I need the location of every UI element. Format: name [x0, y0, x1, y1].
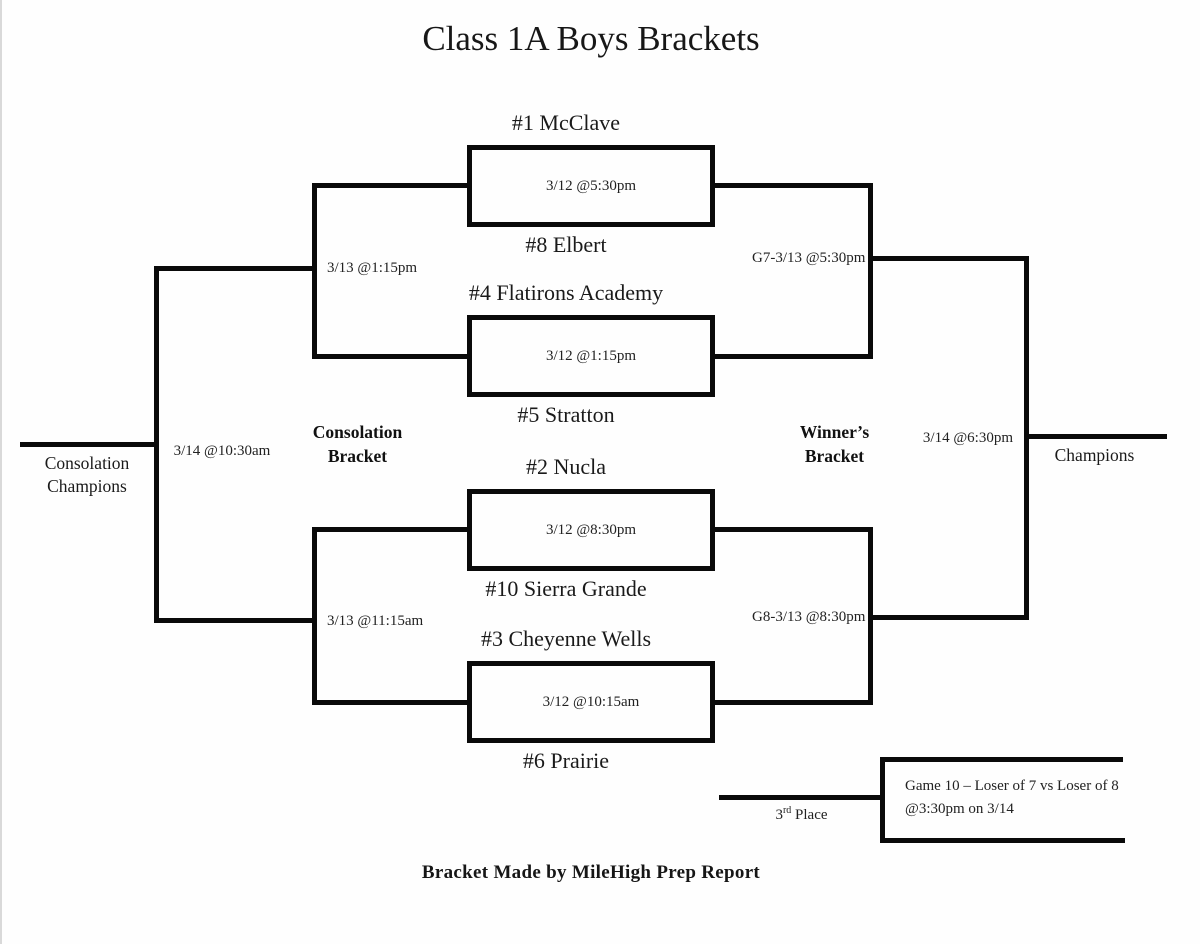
team-name-top: #4 Flatirons Academy [468, 280, 664, 305]
consolation-champions-label: Consolation Champions [18, 452, 156, 498]
team-name-bottom: #8 Elbert [525, 232, 607, 257]
team-name-top: #3 Cheyenne Wells [480, 626, 652, 651]
third-place-detail: Game 10 – Loser of 7 vs Loser of 8 @3:30… [905, 775, 1120, 821]
team-name-bottom: #10 Sierra Grande [485, 576, 647, 601]
consolation-champion-line [20, 442, 154, 447]
consolation-champions-label-line1: Consolation [44, 453, 130, 473]
consolation-semifinal-line [154, 266, 312, 271]
consolation-join-line [312, 527, 317, 705]
game-box: 3/12 @8:30pm [467, 489, 715, 571]
third-place-label: 3rd Place [754, 802, 849, 824]
consolation-bracket-label: Consolation Bracket [295, 420, 420, 468]
game-time: 3/12 @10:15am [542, 693, 640, 710]
consolation-connector-line [312, 183, 467, 188]
consolation-final-join-line [154, 266, 159, 623]
game-2: #4 Flatirons Academy 3/12 @1:15pm #5 Str… [467, 280, 715, 427]
third-place-line [719, 795, 885, 800]
third-place-box-bottom-line [880, 838, 1125, 843]
consolation-connector-line [312, 700, 467, 705]
game-4: #3 Cheyenne Wells 3/12 @10:15am #6 Prair… [467, 626, 715, 773]
winners-semifinal-line [868, 615, 1024, 620]
winners-semifinal-top-time: G7-3/13 @5:30pm [752, 250, 866, 266]
game-box: 3/12 @10:15am [467, 661, 715, 743]
game-box: 3/12 @5:30pm [467, 145, 715, 227]
consolation-connector-line [312, 354, 467, 359]
game-3: #2 Nucla 3/12 @8:30pm #10 Sierra Grande [467, 454, 715, 601]
consolation-bracket-label-line1: Consolation [312, 422, 403, 442]
team-name-bottom: #5 Stratton [517, 402, 615, 427]
consolation-connector-line [312, 527, 467, 532]
third-place-ordinal: rd [782, 805, 792, 816]
winners-join-line [868, 183, 873, 359]
consolation-join-line [312, 183, 317, 359]
consolation-semifinal-line [154, 618, 312, 623]
consolation-champions-label-line2: Champions [47, 476, 127, 496]
consolation-semifinal-top-time: 3/13 @1:15pm [327, 260, 418, 276]
game-1: #1 McClave 3/12 @5:30pm #8 Elbert [467, 110, 715, 257]
winners-semifinal-bottom-time: G8-3/13 @8:30pm [752, 609, 866, 625]
team-name-top: #1 McClave [511, 110, 621, 135]
third-place-number: 3 [775, 807, 783, 823]
winners-semifinal-line [868, 256, 1024, 261]
winners-connector-line [715, 527, 868, 532]
winners-bracket-label-line1: Winner’s [799, 422, 870, 442]
winners-final-time: 3/14 @6:30pm [922, 430, 1013, 446]
team-name-bottom: #6 Prairie [522, 748, 610, 773]
champions-label: Champions [1054, 445, 1135, 465]
consolation-final-time: 3/14 @10:30am [173, 443, 271, 459]
champion-line [1024, 434, 1167, 439]
consolation-semifinal-bottom-time: 3/13 @11:15am [327, 613, 424, 629]
consolation-bracket-label-line2: Bracket [327, 446, 388, 466]
third-place-detail-line1: Game 10 – Loser of 7 vs Loser of 8 [905, 778, 1119, 794]
third-place-box-left-line [880, 757, 885, 843]
winners-connector-line [715, 183, 868, 188]
game-time: 3/12 @5:30pm [545, 177, 637, 194]
game-time: 3/12 @1:15pm [545, 347, 637, 364]
team-name-top: #2 Nucla [525, 454, 607, 479]
footer-credit: Bracket Made by MileHigh Prep Report [421, 862, 761, 883]
third-place-word: Place [791, 807, 828, 823]
game-box: 3/12 @1:15pm [467, 315, 715, 397]
winners-connector-line [715, 354, 868, 359]
game-time: 3/12 @8:30pm [545, 521, 637, 538]
page-title: Class 1A Boys Brackets [422, 19, 760, 58]
third-place-box-top-line [880, 757, 1123, 762]
third-place-detail-line2: @3:30pm on 3/14 [905, 801, 1014, 817]
winners-bracket-label-line2: Bracket [804, 446, 865, 466]
winners-bracket-label: Winner’s Bracket [772, 420, 897, 468]
winners-connector-line [715, 700, 868, 705]
